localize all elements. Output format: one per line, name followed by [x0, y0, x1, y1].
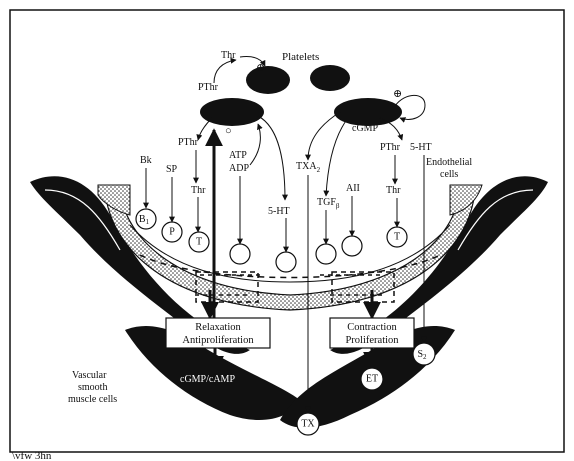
platelets-label: Platelets: [282, 51, 319, 63]
receptor-tgf: [316, 244, 336, 264]
sp-label: SP: [166, 164, 178, 175]
arrow-platelet-tgf: [326, 118, 348, 196]
smooth-label: smooth: [78, 382, 107, 393]
receptor-p: P: [162, 222, 182, 242]
receptor-5ht-center: [276, 252, 296, 272]
cgmp-label: cGMP: [352, 123, 379, 134]
txa2-label: TXA2: [296, 161, 321, 174]
svg-text:Proliferation: Proliferation: [345, 335, 399, 346]
5ht-center-label: 5-HT: [268, 206, 290, 217]
adp-label: ADP: [229, 163, 249, 174]
svg-text:TX: TX: [301, 419, 315, 430]
thr-right-label: Thr: [386, 185, 401, 196]
svg-text:P: P: [169, 227, 175, 238]
receptor-b1: B1: [136, 209, 156, 229]
relaxation-box: Relaxation Antiproliferation: [166, 318, 270, 348]
receptor-s2: S2: [413, 343, 435, 365]
svg-text:Contraction: Contraction: [347, 322, 397, 333]
arrow-pthr-to-thr: [214, 60, 236, 83]
receptor-et: ET: [361, 368, 383, 390]
receptor-t-right: T: [387, 227, 407, 247]
5ht-right-label: 5-HT: [410, 142, 432, 153]
bk-label: Bk: [140, 155, 152, 166]
vascular-label: Vascular: [72, 370, 107, 381]
contraction-box: Contraction Proliferation: [330, 318, 414, 348]
receptor-atp-adp: [230, 244, 250, 264]
pthr-right-label: PThr: [380, 142, 401, 153]
aii-label: AII: [346, 183, 360, 194]
platelet-mid-right: [334, 98, 402, 126]
cells-label: cells: [440, 169, 458, 180]
muscle-cells-label: muscle cells: [68, 394, 117, 405]
arrow-adp-feedback: [250, 124, 260, 165]
atp-label: ATP: [229, 150, 247, 161]
svg-text:T: T: [196, 237, 202, 248]
pthr-left-label: PThr: [178, 137, 199, 148]
endothelial-label: Endothelial: [426, 157, 472, 168]
platelet-top-left: [246, 66, 290, 94]
tgf-label: TGFβ: [317, 197, 340, 210]
arrow-platelet-txa2: [308, 112, 340, 160]
svg-text:ET: ET: [366, 374, 378, 385]
thr-top-label: Thr: [221, 50, 236, 61]
plus-right-icon: ⊕: [393, 88, 402, 100]
thr-left-label: Thr: [191, 185, 206, 196]
bottom-mark: \vfw 3hn: [12, 450, 52, 461]
platelet-mid-left: [200, 98, 264, 126]
platelet-top-right: [310, 65, 350, 91]
svg-text:Relaxation: Relaxation: [195, 322, 241, 333]
receptor-aii: [342, 236, 362, 256]
svg-text:Antiproliferation: Antiproliferation: [182, 335, 254, 346]
cgmp-camp-label: cGMP/cAMP: [180, 374, 235, 385]
receptor-tx: TX: [297, 413, 319, 435]
arrow-platelet-5ht: [258, 116, 285, 200]
inhibit-circle-icon: ○: [225, 125, 232, 137]
receptor-t-left: T: [189, 232, 209, 252]
pthr-top-label: PThr: [198, 82, 219, 93]
svg-text:T: T: [394, 232, 400, 243]
